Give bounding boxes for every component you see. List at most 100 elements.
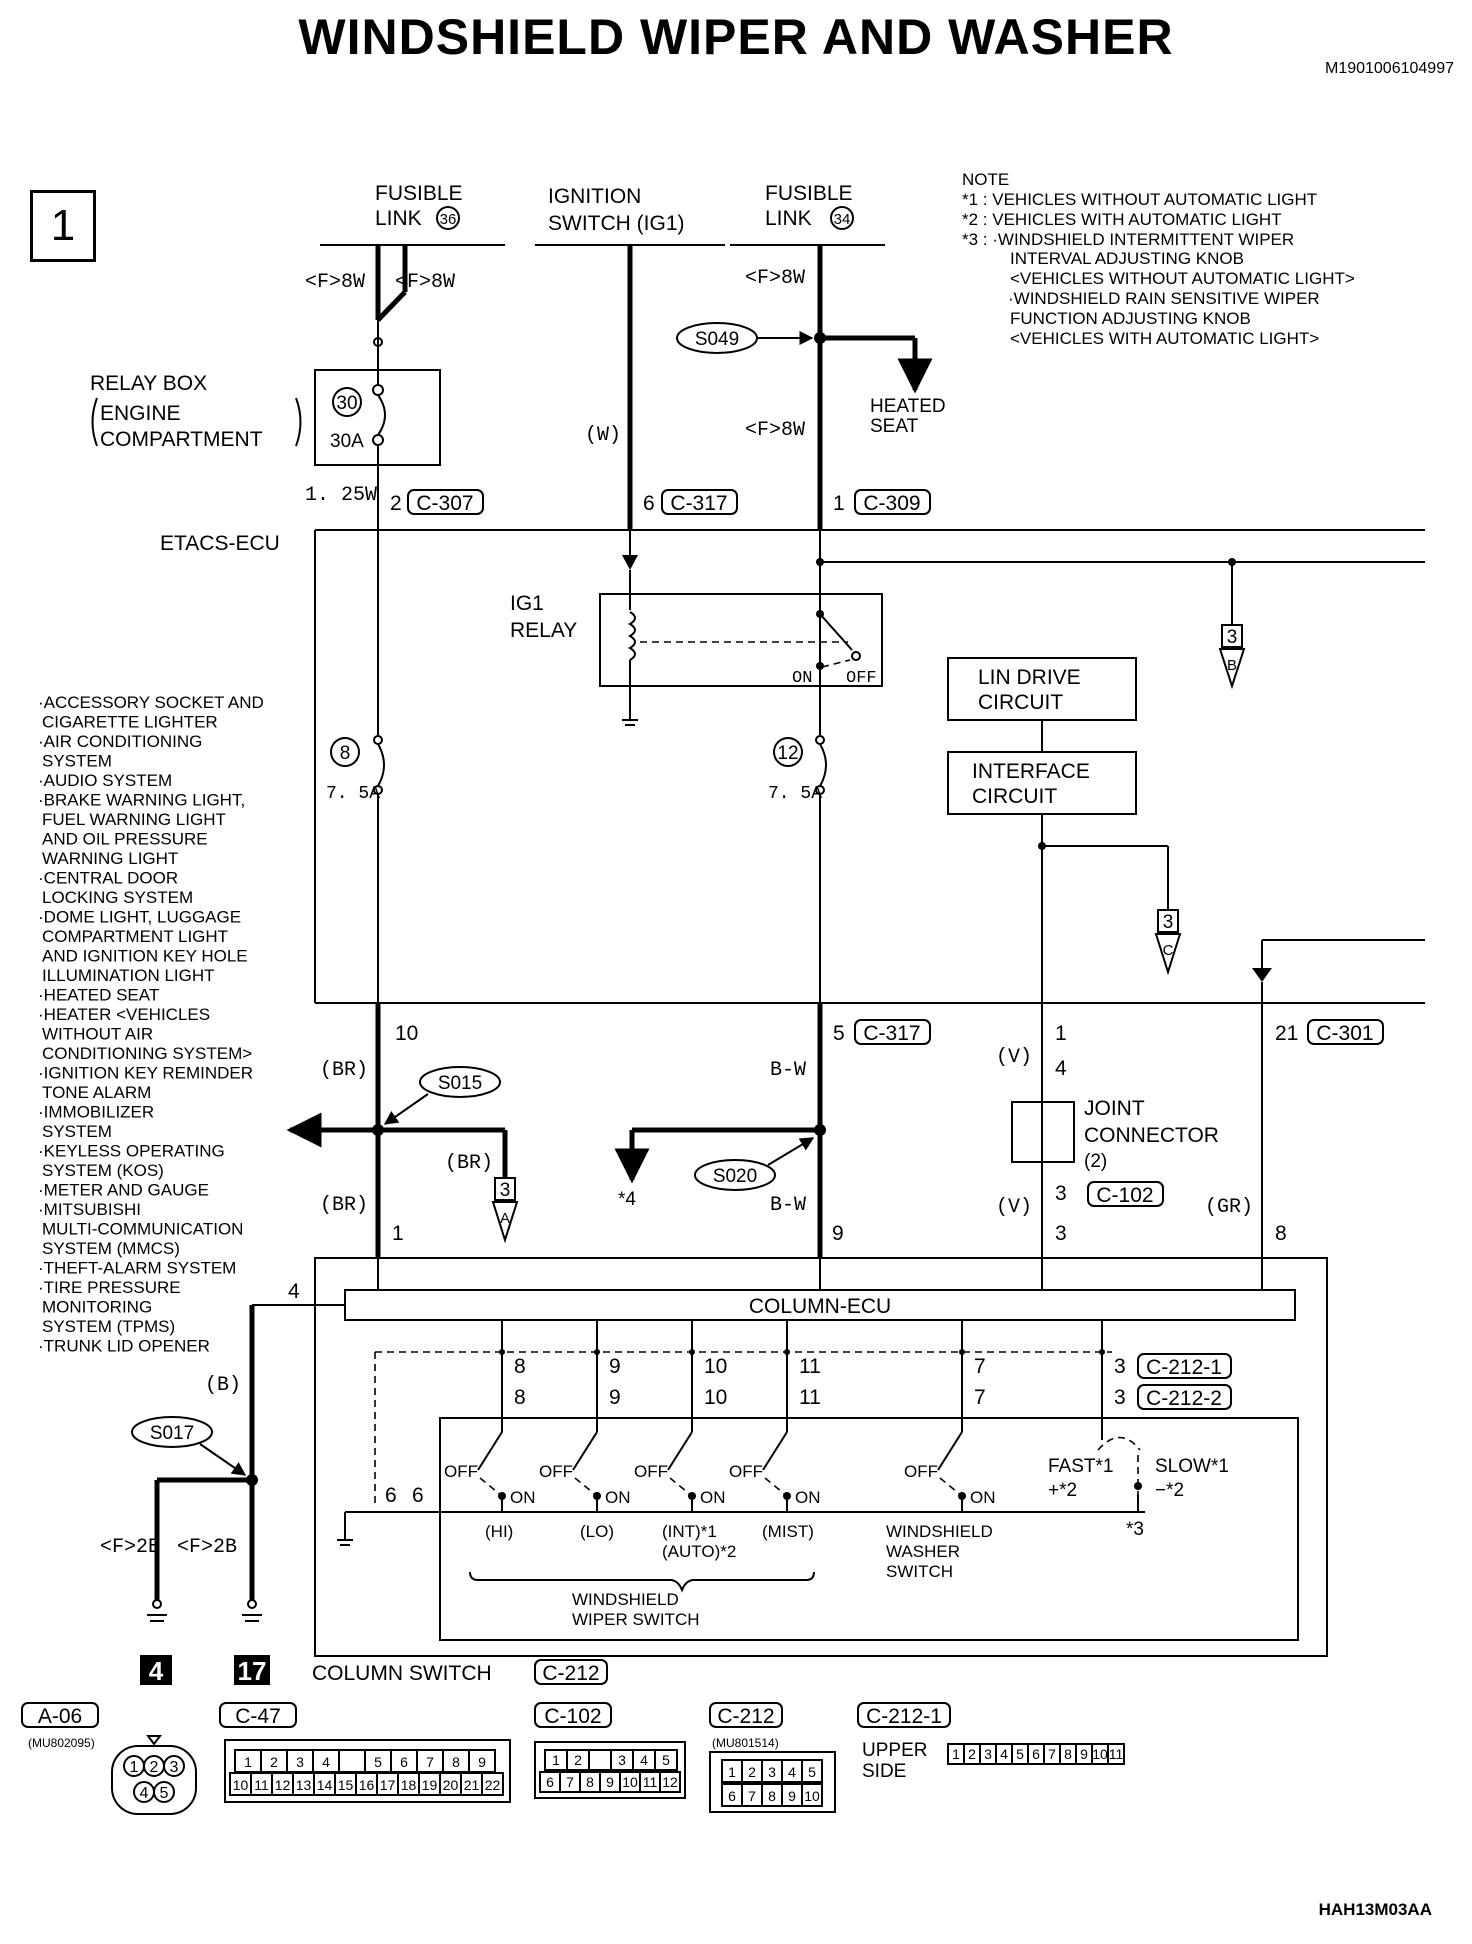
accessory-item: ·BRAKE WARNING LIGHT, [38, 791, 245, 810]
accessory-item: FUEL WARNING LIGHT [42, 810, 226, 829]
accessory-item: ·MITSUBISHI [38, 1200, 141, 1219]
svg-text:8: 8 [1275, 1222, 1287, 1245]
accessory-item: SYSTEM (KOS) [42, 1161, 164, 1180]
svg-text:10: 10 [1092, 1746, 1108, 1762]
svg-text:30: 30 [336, 393, 357, 414]
accessory-item: AND OIL PRESSURE [42, 830, 208, 849]
svg-text:WIPER SWITCH: WIPER SWITCH [572, 1610, 700, 1629]
svg-text:10: 10 [704, 1386, 727, 1409]
svg-text:14: 14 [317, 1777, 333, 1793]
svg-text:IGNITION: IGNITION [548, 185, 641, 208]
svg-text:3: 3 [984, 1746, 992, 1762]
etacs-ecu: ETACS-ECU 3 B IG1 RELAY ON OFF [160, 529, 1425, 1004]
svg-text:36: 36 [440, 211, 457, 228]
accessory-item: ·HEATED SEAT [38, 986, 159, 1005]
svg-text:OFF: OFF [539, 1462, 573, 1481]
svg-text:9: 9 [609, 1386, 621, 1409]
svg-text:7: 7 [974, 1386, 986, 1409]
svg-text:C-212: C-212 [542, 1662, 599, 1685]
svg-text:FAST*1: FAST*1 [1048, 1456, 1113, 1477]
svg-text:UPPER: UPPER [862, 1740, 927, 1761]
svg-text:(BR): (BR) [320, 1194, 368, 1217]
svg-text:8: 8 [514, 1386, 526, 1409]
accessory-item: ·THEFT-ALARM SYSTEM [38, 1259, 236, 1278]
svg-text:ON: ON [792, 669, 812, 688]
svg-text:6: 6 [1032, 1746, 1040, 1762]
svg-text:22: 22 [485, 1777, 501, 1793]
svg-text:LINK: LINK [375, 207, 422, 230]
svg-text:*4: *4 [618, 1189, 636, 1210]
accessory-item: ·AIR CONDITIONING [38, 732, 202, 751]
svg-text:10: 10 [622, 1774, 638, 1790]
svg-text:C-102: C-102 [544, 1705, 601, 1728]
svg-text:INTERFACE: INTERFACE [972, 760, 1090, 783]
ground-4: 4 [149, 1656, 164, 1686]
branch-ignition: (W) 6 C-317 [585, 245, 738, 530]
splice-s049: S049 [695, 329, 739, 350]
page-number-box: 1 [30, 190, 96, 262]
accessory-item: ·DOME LIGHT, LUGGAGE [38, 908, 241, 927]
svg-text:9: 9 [609, 1355, 621, 1378]
svg-text:OFF: OFF [904, 1462, 938, 1481]
svg-text:(MU802095): (MU802095) [28, 1736, 95, 1750]
svg-text:1: 1 [392, 1222, 404, 1245]
svg-text:4: 4 [788, 1764, 796, 1780]
svg-text:(W): (W) [585, 424, 621, 447]
svg-text:20: 20 [443, 1777, 459, 1793]
accessory-item: AND IGNITION KEY HOLE [42, 947, 248, 966]
svg-text:CIRCUIT: CIRCUIT [978, 691, 1063, 714]
svg-text:3: 3 [1114, 1386, 1126, 1409]
svg-text:CIRCUIT: CIRCUIT [972, 785, 1057, 808]
svg-text:CONNECTOR: CONNECTOR [1084, 1124, 1219, 1147]
svg-text:C-47: C-47 [235, 1705, 281, 1728]
svg-text:15: 15 [338, 1777, 354, 1793]
accessory-item: SYSTEM (TPMS) [42, 1317, 175, 1336]
svg-text:<F>8W: <F>8W [745, 267, 805, 290]
svg-text:1: 1 [130, 1759, 139, 1776]
svg-text:FUNCTION ADJUSTING KNOB: FUNCTION ADJUSTING KNOB [1010, 309, 1251, 328]
svg-text:6: 6 [400, 1754, 408, 1770]
accessory-item: MULTI-COMMUNICATION [42, 1220, 243, 1239]
svg-text:7: 7 [748, 1788, 756, 1804]
svg-text:C-317: C-317 [863, 1022, 920, 1045]
branch-fusible-link-34: <F>8W S049 HEATED SEAT <F>8W 1 C-309 [676, 245, 946, 530]
svg-text:6: 6 [728, 1788, 736, 1804]
svg-text:11: 11 [254, 1777, 269, 1793]
svg-text:3: 3 [1227, 627, 1238, 648]
svg-text:C-317: C-317 [670, 492, 727, 515]
svg-text:(BR): (BR) [320, 1059, 368, 1082]
svg-text:2: 2 [748, 1764, 756, 1780]
svg-text:30A: 30A [330, 431, 364, 452]
svg-text:(B): (B) [205, 1374, 241, 1397]
svg-text:5: 5 [160, 1785, 169, 1802]
wiper-switch-box [439, 1417, 1299, 1641]
joint-connector [1011, 1101, 1075, 1163]
svg-text:WASHER: WASHER [886, 1542, 960, 1561]
svg-text:LINK: LINK [765, 207, 812, 230]
svg-text:C-307: C-307 [416, 492, 473, 515]
svg-text:19: 19 [422, 1777, 438, 1793]
svg-text:3: 3 [1055, 1222, 1067, 1245]
column-switch: COLUMN-ECU 4 (B) S017 <F>2B <F>2B 4 17 8… [100, 1257, 1328, 1686]
svg-text:6: 6 [643, 492, 655, 515]
accessory-item: CIGARETTE LIGHTER [42, 713, 218, 732]
svg-text:(MIST): (MIST) [762, 1522, 814, 1541]
svg-text:*3 : ·WINDSHIELD INTERMITTENT: *3 : ·WINDSHIELD INTERMITTENT WIPER [962, 230, 1294, 249]
svg-text:(INT)*1: (INT)*1 [662, 1522, 717, 1541]
accessory-item: ·ACCESSORY SOCKET AND [38, 693, 264, 712]
accessory-item: ·AUDIO SYSTEM [38, 771, 172, 790]
svg-text:3: 3 [1163, 912, 1174, 933]
svg-text:1: 1 [244, 1754, 252, 1770]
svg-text:3: 3 [500, 1180, 511, 1201]
svg-text:(V): (V) [996, 1046, 1032, 1069]
svg-text:3: 3 [1114, 1355, 1126, 1378]
svg-text:C-212-1: C-212-1 [866, 1705, 942, 1728]
svg-text:8: 8 [340, 743, 351, 764]
svg-text:34: 34 [834, 211, 851, 228]
svg-text:8: 8 [452, 1754, 460, 1770]
svg-text:2: 2 [574, 1752, 582, 1768]
svg-text:−*2: −*2 [1155, 1480, 1184, 1501]
svg-text:C: C [1163, 942, 1174, 959]
